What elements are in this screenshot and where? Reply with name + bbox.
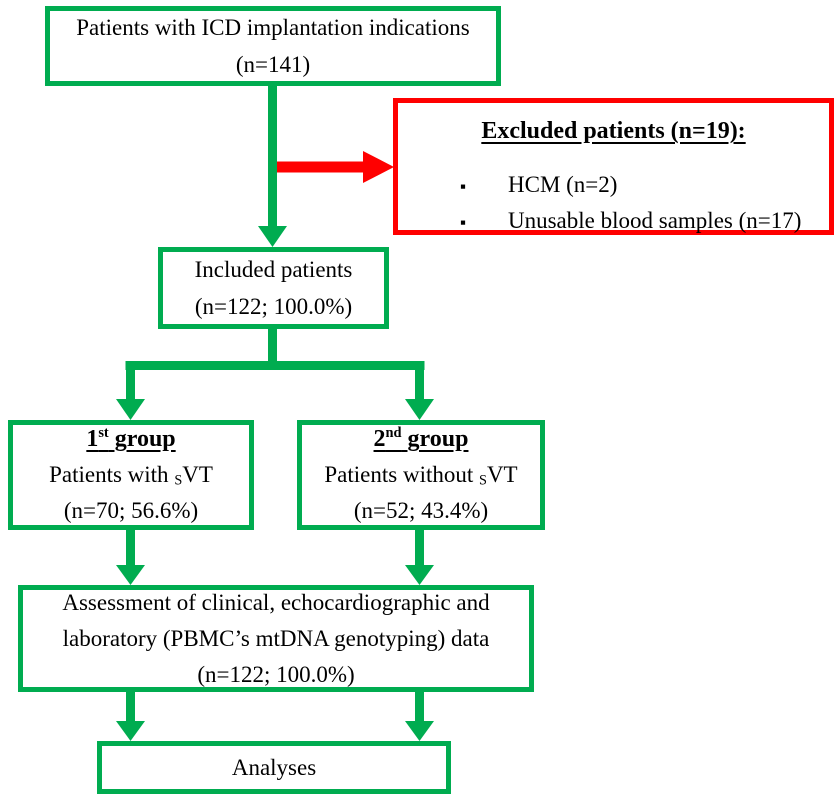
group2-desc-post: VT: [486, 462, 518, 487]
arrow-assessment-to-analyses-right: [405, 692, 434, 741]
group2-count: (n=52; 43.4%): [353, 498, 489, 523]
group1-count: (n=70; 56.6%): [63, 498, 199, 523]
included-text: Included patients: [194, 257, 353, 282]
arrow-assessment-to-analyses-left: [116, 692, 145, 741]
square-bullet-icon: ▪: [460, 177, 467, 196]
group2-description: Patients without SVT: [324, 457, 517, 493]
square-bullet-icon: ▪: [460, 213, 467, 232]
box-icd-indications: Patients with ICD implantation indicatio…: [45, 6, 501, 86]
arrow-group1-to-assessment: [116, 529, 145, 585]
group2-title-rest: group: [401, 426, 469, 452]
group2-ordinal-suffix: nd: [385, 425, 402, 441]
box-group2: 2nd group Patients without SVT (n=52; 43…: [297, 420, 545, 530]
group1-desc-pre: Patients with: [49, 462, 175, 487]
list-item: ▪ Unusable blood samples (n=17): [460, 204, 829, 240]
arrow-group2-to-assessment: [405, 529, 434, 585]
excluded-item-blood: Unusable blood samples (n=17): [508, 208, 802, 233]
arrow-top-to-included: [258, 84, 287, 247]
box-group1: 1st group Patients with SVT (n=70; 56.6%…: [8, 420, 254, 530]
group1-heading: 1st group: [86, 421, 175, 457]
analyses-label: Analyses: [231, 755, 317, 780]
group1-ordinal: 1: [86, 426, 99, 452]
assessment-line1: Assessment of clinical, echocardiographi…: [62, 589, 490, 615]
group1-svt-sub: S: [174, 472, 183, 489]
group1-desc-post: VT: [182, 462, 213, 487]
list-item: ▪ HCM (n=2): [460, 168, 829, 204]
excluded-item-hcm: HCM (n=2): [508, 172, 618, 197]
box-included-patients: Included patients (n=122; 100.0%): [158, 247, 389, 329]
icd-indications-text: Patients with ICD implantation indicatio…: [76, 15, 470, 40]
assessment-count: (n=122; 100.0%): [197, 661, 355, 687]
excluded-list: ▪ HCM (n=2) ▪ Unusable blood samples (n=…: [398, 168, 829, 240]
box-analyses: Analyses: [97, 741, 451, 794]
group2-ordinal: 2: [373, 426, 386, 452]
box-excluded-patients: Excluded patients (n=19): ▪ HCM (n=2) ▪ …: [393, 98, 834, 235]
assessment-line2: laboratory (PBMC’s mtDNA genotyping) dat…: [62, 625, 490, 651]
split-connector: [116, 328, 434, 420]
group2-svt-sub: S: [479, 472, 487, 489]
group1-title-rest: group: [108, 426, 176, 452]
icd-indications-count: (n=141): [235, 52, 311, 77]
group2-heading: 2nd group: [374, 421, 469, 457]
group1-description: Patients with SVT: [49, 457, 213, 493]
group2-desc-pre: Patients without: [324, 462, 479, 487]
arrow-to-excluded: [277, 151, 394, 183]
group1-ordinal-suffix: st: [98, 425, 109, 441]
box-assessment: Assessment of clinical, echocardiographi…: [18, 585, 534, 692]
excluded-heading: Excluded patients (n=19):: [481, 118, 746, 144]
included-count: (n=122; 100.0%): [194, 294, 353, 319]
